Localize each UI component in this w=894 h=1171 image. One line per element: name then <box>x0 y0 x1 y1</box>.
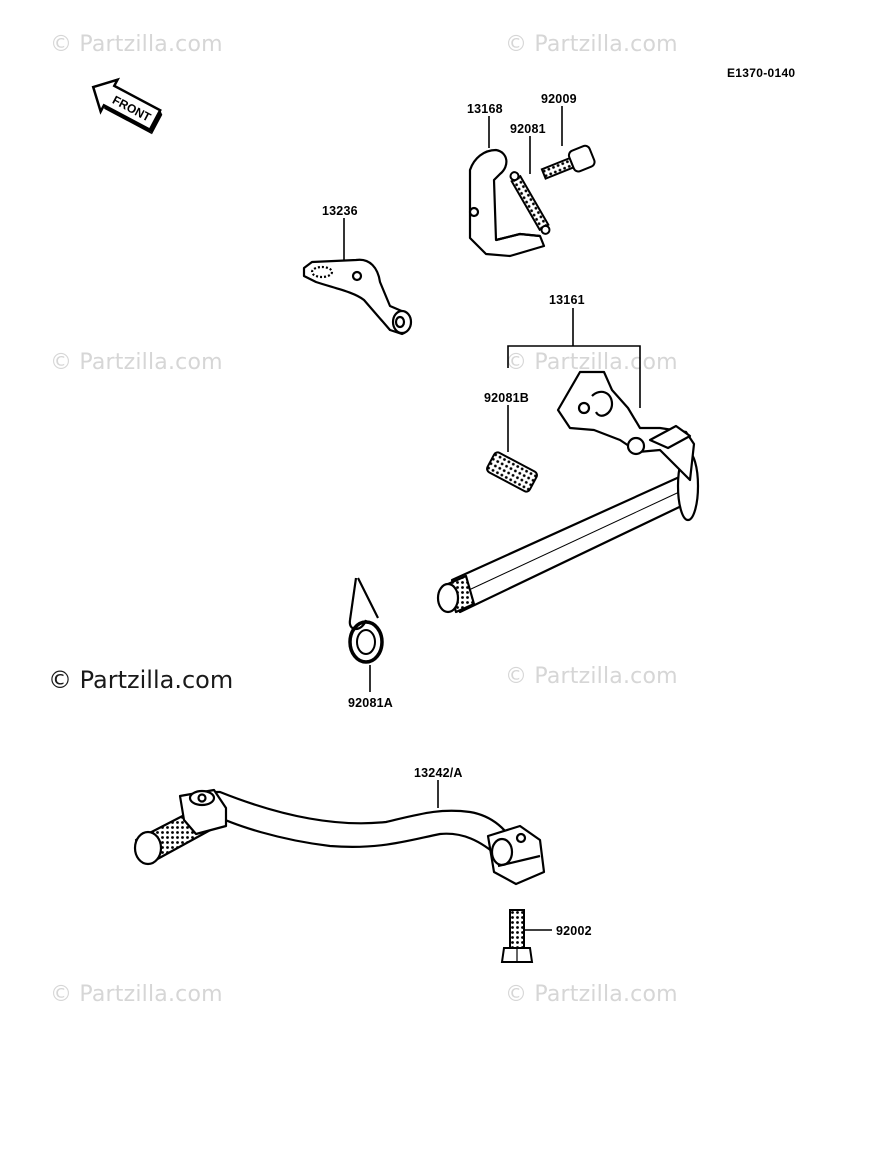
watermark: © Partzilla.com <box>50 350 223 375</box>
watermark: © Partzilla.com <box>50 32 223 57</box>
part-label-13242A[interactable]: 13242/A <box>414 766 463 780</box>
bolt-92009[interactable] <box>540 144 596 184</box>
part-label-92081A[interactable]: 92081A <box>348 696 393 710</box>
part-label-13236[interactable]: 13236 <box>322 204 358 218</box>
bolt-92002[interactable] <box>500 909 534 963</box>
leader-lines <box>343 106 641 931</box>
watermark: © Partzilla.com <box>505 982 678 1007</box>
shift-pedal-13242A[interactable] <box>133 788 546 886</box>
part-label-92002[interactable]: 92002 <box>556 924 592 938</box>
shift-shaft-13161[interactable] <box>436 370 700 614</box>
part-label-13168[interactable]: 13168 <box>467 102 503 116</box>
spring-92081A[interactable] <box>348 577 384 664</box>
watermark: © Partzilla.com <box>505 32 678 57</box>
part-label-92081[interactable]: 92081 <box>510 122 546 136</box>
lever-13236[interactable] <box>302 258 413 336</box>
part-label-92081B[interactable]: 92081B <box>484 391 529 405</box>
spring-92081B[interactable] <box>486 451 539 493</box>
watermark-main: © Partzilla.com <box>48 666 234 694</box>
watermark: © Partzilla.com <box>505 350 678 375</box>
part-label-13161[interactable]: 13161 <box>549 293 585 307</box>
front-arrow-icon: FRONT <box>91 77 163 135</box>
spring-92081[interactable] <box>508 170 552 236</box>
watermark: © Partzilla.com <box>505 664 678 689</box>
part-label-92009[interactable]: 92009 <box>541 92 577 106</box>
diagram-code: E1370-0140 <box>727 66 796 80</box>
bracket-13168[interactable] <box>468 148 546 258</box>
watermark: © Partzilla.com <box>50 982 223 1007</box>
